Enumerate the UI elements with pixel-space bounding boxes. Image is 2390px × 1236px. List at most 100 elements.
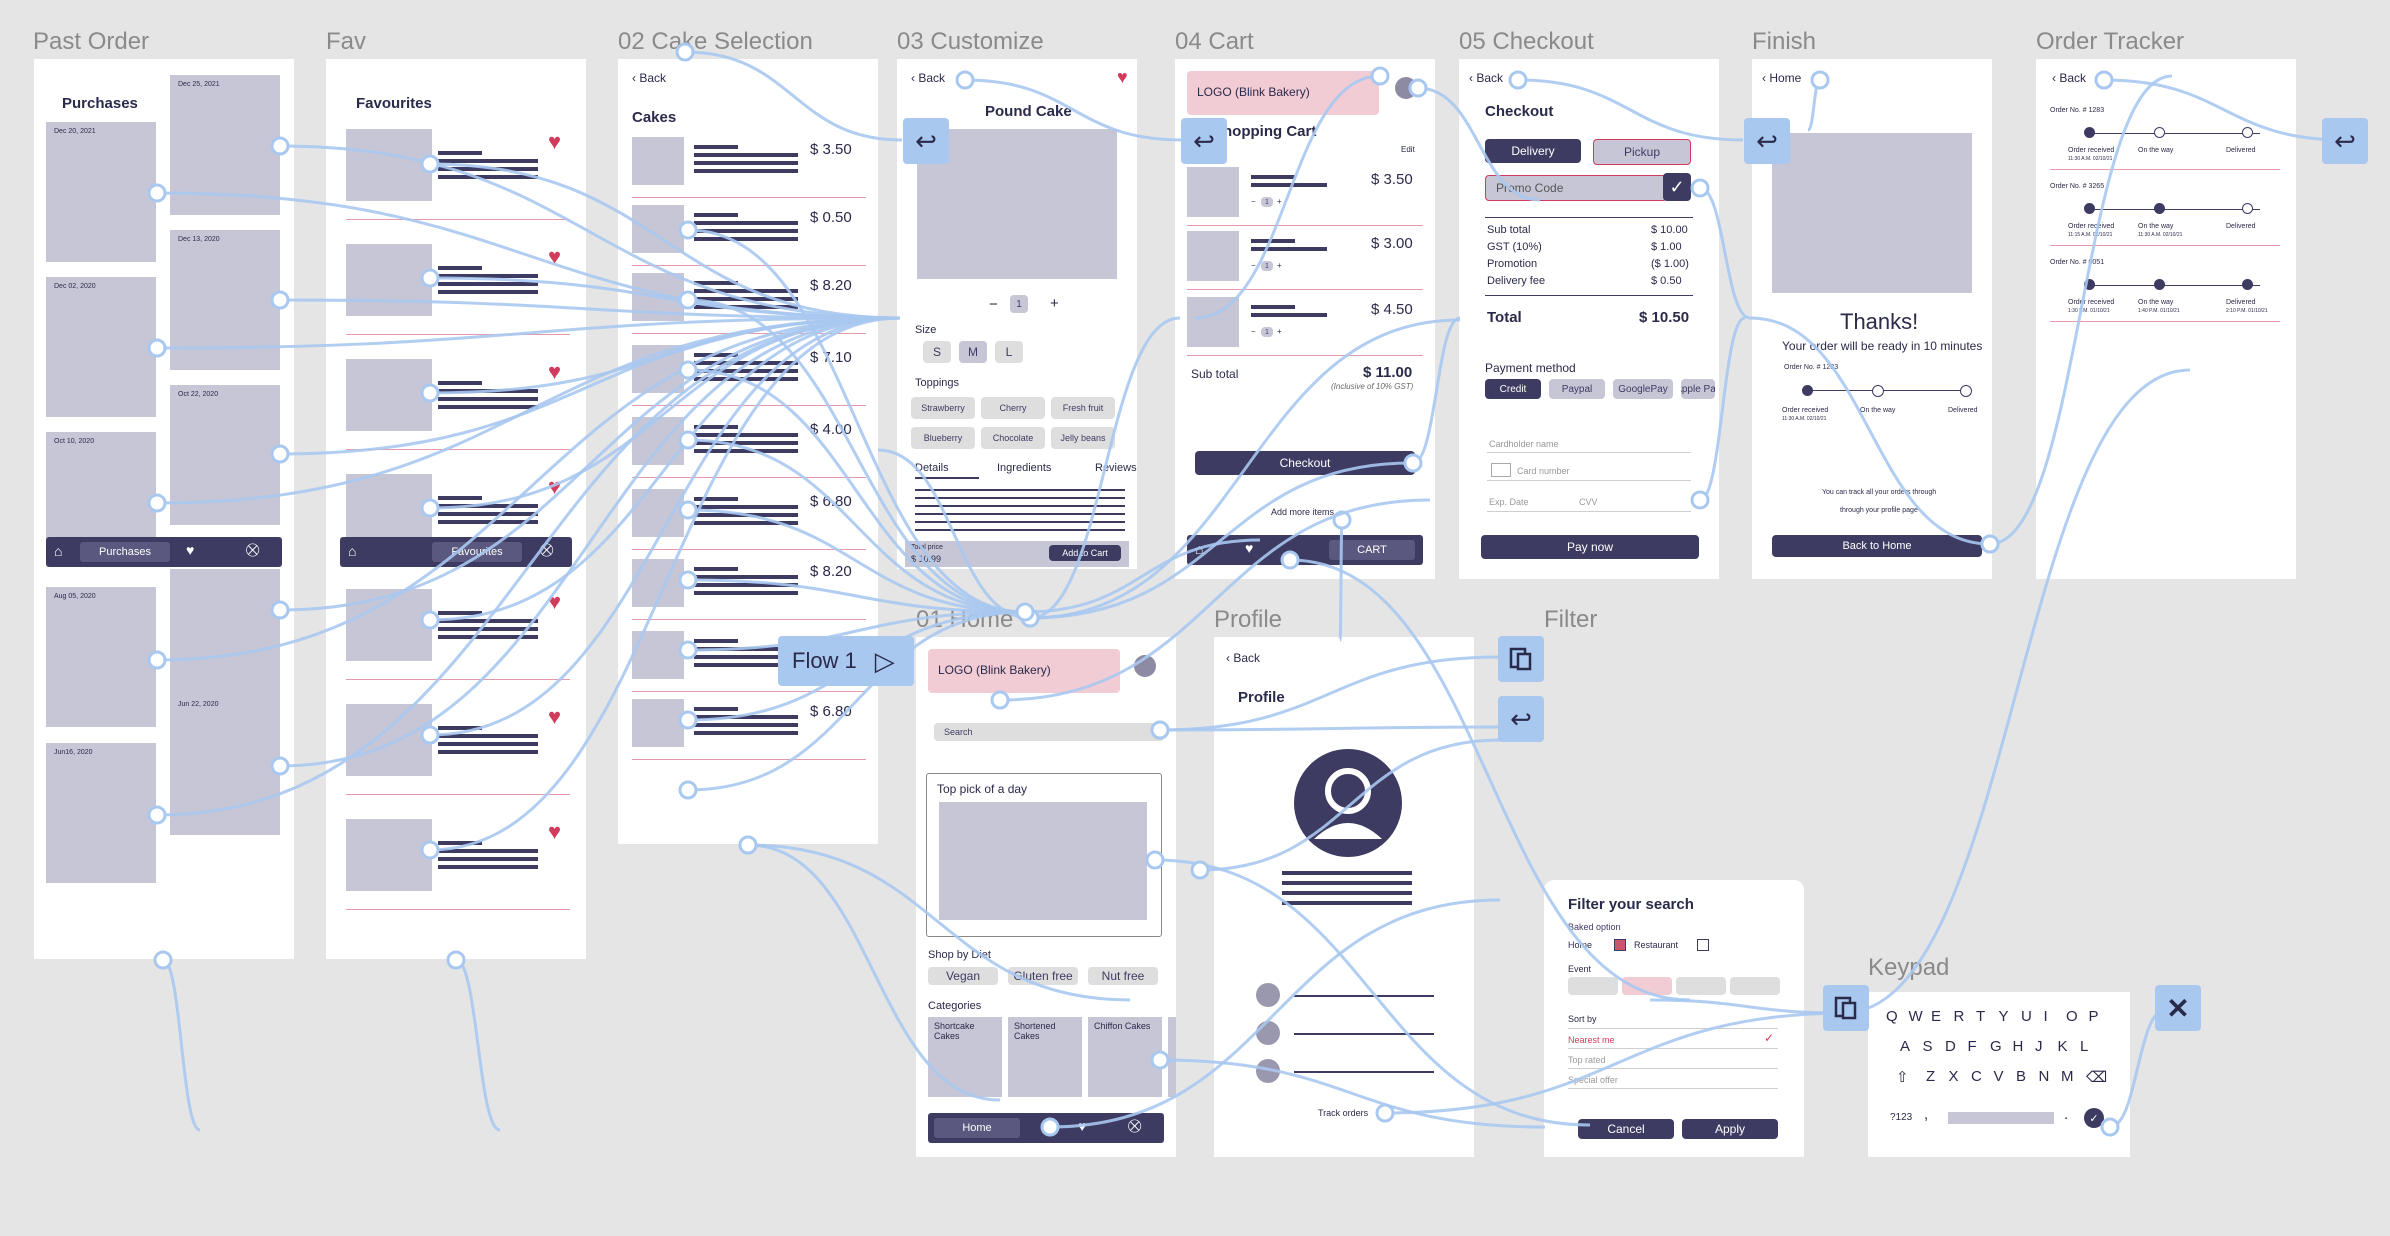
- tab-ingredients[interactable]: Ingredients: [997, 462, 1052, 474]
- home-icon[interactable]: ⌂: [1195, 541, 1204, 557]
- home-icon[interactable]: ⌂: [54, 543, 63, 559]
- key[interactable]: J: [2035, 1038, 2043, 1055]
- category-card[interactable]: Shortened Cakes: [1008, 1017, 1082, 1097]
- delivery-toggle[interactable]: Delivery: [1485, 139, 1581, 163]
- fav-item-image[interactable]: [346, 359, 432, 431]
- back-button[interactable]: ‹ Back: [1226, 651, 1261, 665]
- key[interactable]: B: [2016, 1068, 2027, 1085]
- diet-gluten-free[interactable]: Gluten free: [1008, 967, 1078, 985]
- avatar[interactable]: [1134, 655, 1156, 677]
- key[interactable]: Y: [1998, 1008, 2009, 1025]
- payment-applepay[interactable]: Apple Pay: [1681, 379, 1715, 399]
- key[interactable]: M: [2061, 1068, 2074, 1085]
- key[interactable]: Z: [1926, 1068, 1936, 1085]
- connection-handle[interactable]: [1015, 602, 1035, 622]
- fav-item-image[interactable]: [346, 819, 432, 891]
- key[interactable]: U: [2021, 1008, 2032, 1025]
- connection-handle[interactable]: [1020, 608, 1040, 628]
- restaurant-checkbox[interactable]: [1697, 939, 1709, 951]
- size-s[interactable]: S: [923, 341, 951, 363]
- overlay-copy-icon[interactable]: [1498, 636, 1544, 682]
- fav-item-image[interactable]: [346, 244, 432, 316]
- tab-details[interactable]: Details: [915, 462, 949, 474]
- connection-handle[interactable]: [1190, 860, 1210, 880]
- topping-chip[interactable]: Strawberry: [911, 397, 975, 419]
- connection-handle[interactable]: [1020, 608, 1040, 628]
- numbers-key[interactable]: ?123: [1890, 1112, 1913, 1123]
- back-action-icon[interactable]: ↩: [2322, 118, 2368, 164]
- pay-now-button[interactable]: Pay now: [1481, 535, 1699, 559]
- key[interactable]: I: [2043, 1008, 2048, 1025]
- fav-item-image[interactable]: [346, 474, 432, 546]
- pickup-toggle[interactable]: Pickup: [1593, 139, 1691, 165]
- heart-icon[interactable]: ♥: [186, 542, 195, 558]
- order-card[interactable]: Dec 02, 2020: [46, 277, 156, 417]
- payment-credit[interactable]: Credit: [1485, 379, 1541, 399]
- qty-minus-button[interactable]: −: [1251, 261, 1256, 270]
- shift-key[interactable]: ⇧: [1896, 1069, 1909, 1086]
- edit-link[interactable]: Edit: [1401, 145, 1415, 154]
- qty-plus-button[interactable]: +: [1050, 295, 1059, 312]
- size-l[interactable]: L: [995, 341, 1023, 363]
- period-key[interactable]: .: [2064, 1106, 2069, 1123]
- cake-item-image[interactable]: [632, 559, 684, 607]
- heart-icon[interactable]: ♥: [548, 704, 562, 729]
- back-action-icon[interactable]: ↩: [1181, 118, 1227, 164]
- order-card[interactable]: Jun16, 2020: [46, 743, 156, 883]
- promo-code-input[interactable]: Promo Code: [1485, 175, 1667, 201]
- back-action-icon[interactable]: ↩: [1498, 696, 1544, 742]
- tab-reviews[interactable]: Reviews: [1095, 462, 1137, 474]
- cvv-field[interactable]: CVV: [1579, 497, 1598, 507]
- payment-googlepay[interactable]: GooglePay: [1613, 379, 1673, 399]
- back-action-icon[interactable]: ↩: [1744, 118, 1790, 164]
- home-back-button[interactable]: ‹ Home: [1762, 71, 1802, 85]
- key[interactable]: K: [2057, 1038, 2068, 1055]
- home-icon[interactable]: ⌂: [348, 543, 357, 559]
- topping-chip[interactable]: Jelly beans: [1051, 427, 1115, 449]
- back-to-home-button[interactable]: Back to Home: [1772, 535, 1982, 557]
- close-icon[interactable]: ✕: [2155, 985, 2201, 1031]
- cake-item-image[interactable]: [632, 273, 684, 321]
- order-card[interactable]: Dec 20, 2021: [46, 122, 156, 262]
- heart-icon[interactable]: ♥: [548, 129, 562, 154]
- key[interactable]: E: [1931, 1008, 1942, 1025]
- key[interactable]: P: [2088, 1008, 2099, 1025]
- category-card[interactable]: Chiffon Cakes: [1088, 1017, 1162, 1097]
- cake-item-image[interactable]: [632, 699, 684, 747]
- cake-item-image[interactable]: [632, 417, 684, 465]
- heart-icon[interactable]: ♥: [548, 244, 562, 269]
- nav-cart[interactable]: CART: [1329, 540, 1415, 560]
- back-button[interactable]: ‹ Back: [911, 71, 946, 85]
- cardholder-field[interactable]: Cardholder name: [1489, 439, 1559, 449]
- cart-icon[interactable]: ⛒: [246, 542, 260, 557]
- track-orders-link[interactable]: Track orders: [1318, 1108, 1369, 1118]
- order-card[interactable]: Jun 22, 2020: [170, 695, 280, 835]
- connection-handle[interactable]: [1020, 608, 1040, 628]
- space-bar[interactable]: [1948, 1112, 2054, 1124]
- overlay-copy-icon[interactable]: [1823, 985, 1869, 1031]
- key[interactable]: F: [1967, 1038, 1977, 1055]
- key[interactable]: A: [1900, 1038, 1911, 1055]
- cart-item-image[interactable]: [1187, 231, 1239, 281]
- comma-key[interactable]: ,: [1924, 1106, 1929, 1123]
- sort-nearest[interactable]: Nearest me: [1568, 1035, 1615, 1045]
- order-card[interactable]: Aug 05, 2020: [46, 587, 156, 727]
- top-pick-card[interactable]: Top pick of a day: [926, 773, 1162, 937]
- topping-chip[interactable]: Blueberry: [911, 427, 975, 449]
- avatar[interactable]: [1395, 77, 1417, 99]
- cake-item-image[interactable]: [632, 345, 684, 393]
- fav-item-image[interactable]: [346, 129, 432, 201]
- check-icon[interactable]: ✓: [1663, 173, 1691, 201]
- card-number-field[interactable]: Card number: [1517, 466, 1570, 476]
- key[interactable]: T: [1976, 1008, 1986, 1025]
- cake-item-image[interactable]: [632, 205, 684, 253]
- cancel-button[interactable]: Cancel: [1578, 1119, 1674, 1139]
- fav-item-image[interactable]: [346, 589, 432, 661]
- heart-icon[interactable]: ♥: [548, 589, 562, 614]
- apply-button[interactable]: Apply: [1682, 1119, 1778, 1139]
- key[interactable]: O: [2066, 1008, 2078, 1025]
- enter-check-icon[interactable]: ✓: [2084, 1108, 2104, 1128]
- qty-plus-button[interactable]: +: [1277, 261, 1282, 270]
- topping-chip[interactable]: Chocolate: [981, 427, 1045, 449]
- flow-start-button[interactable]: Flow 1 ▷: [778, 636, 914, 686]
